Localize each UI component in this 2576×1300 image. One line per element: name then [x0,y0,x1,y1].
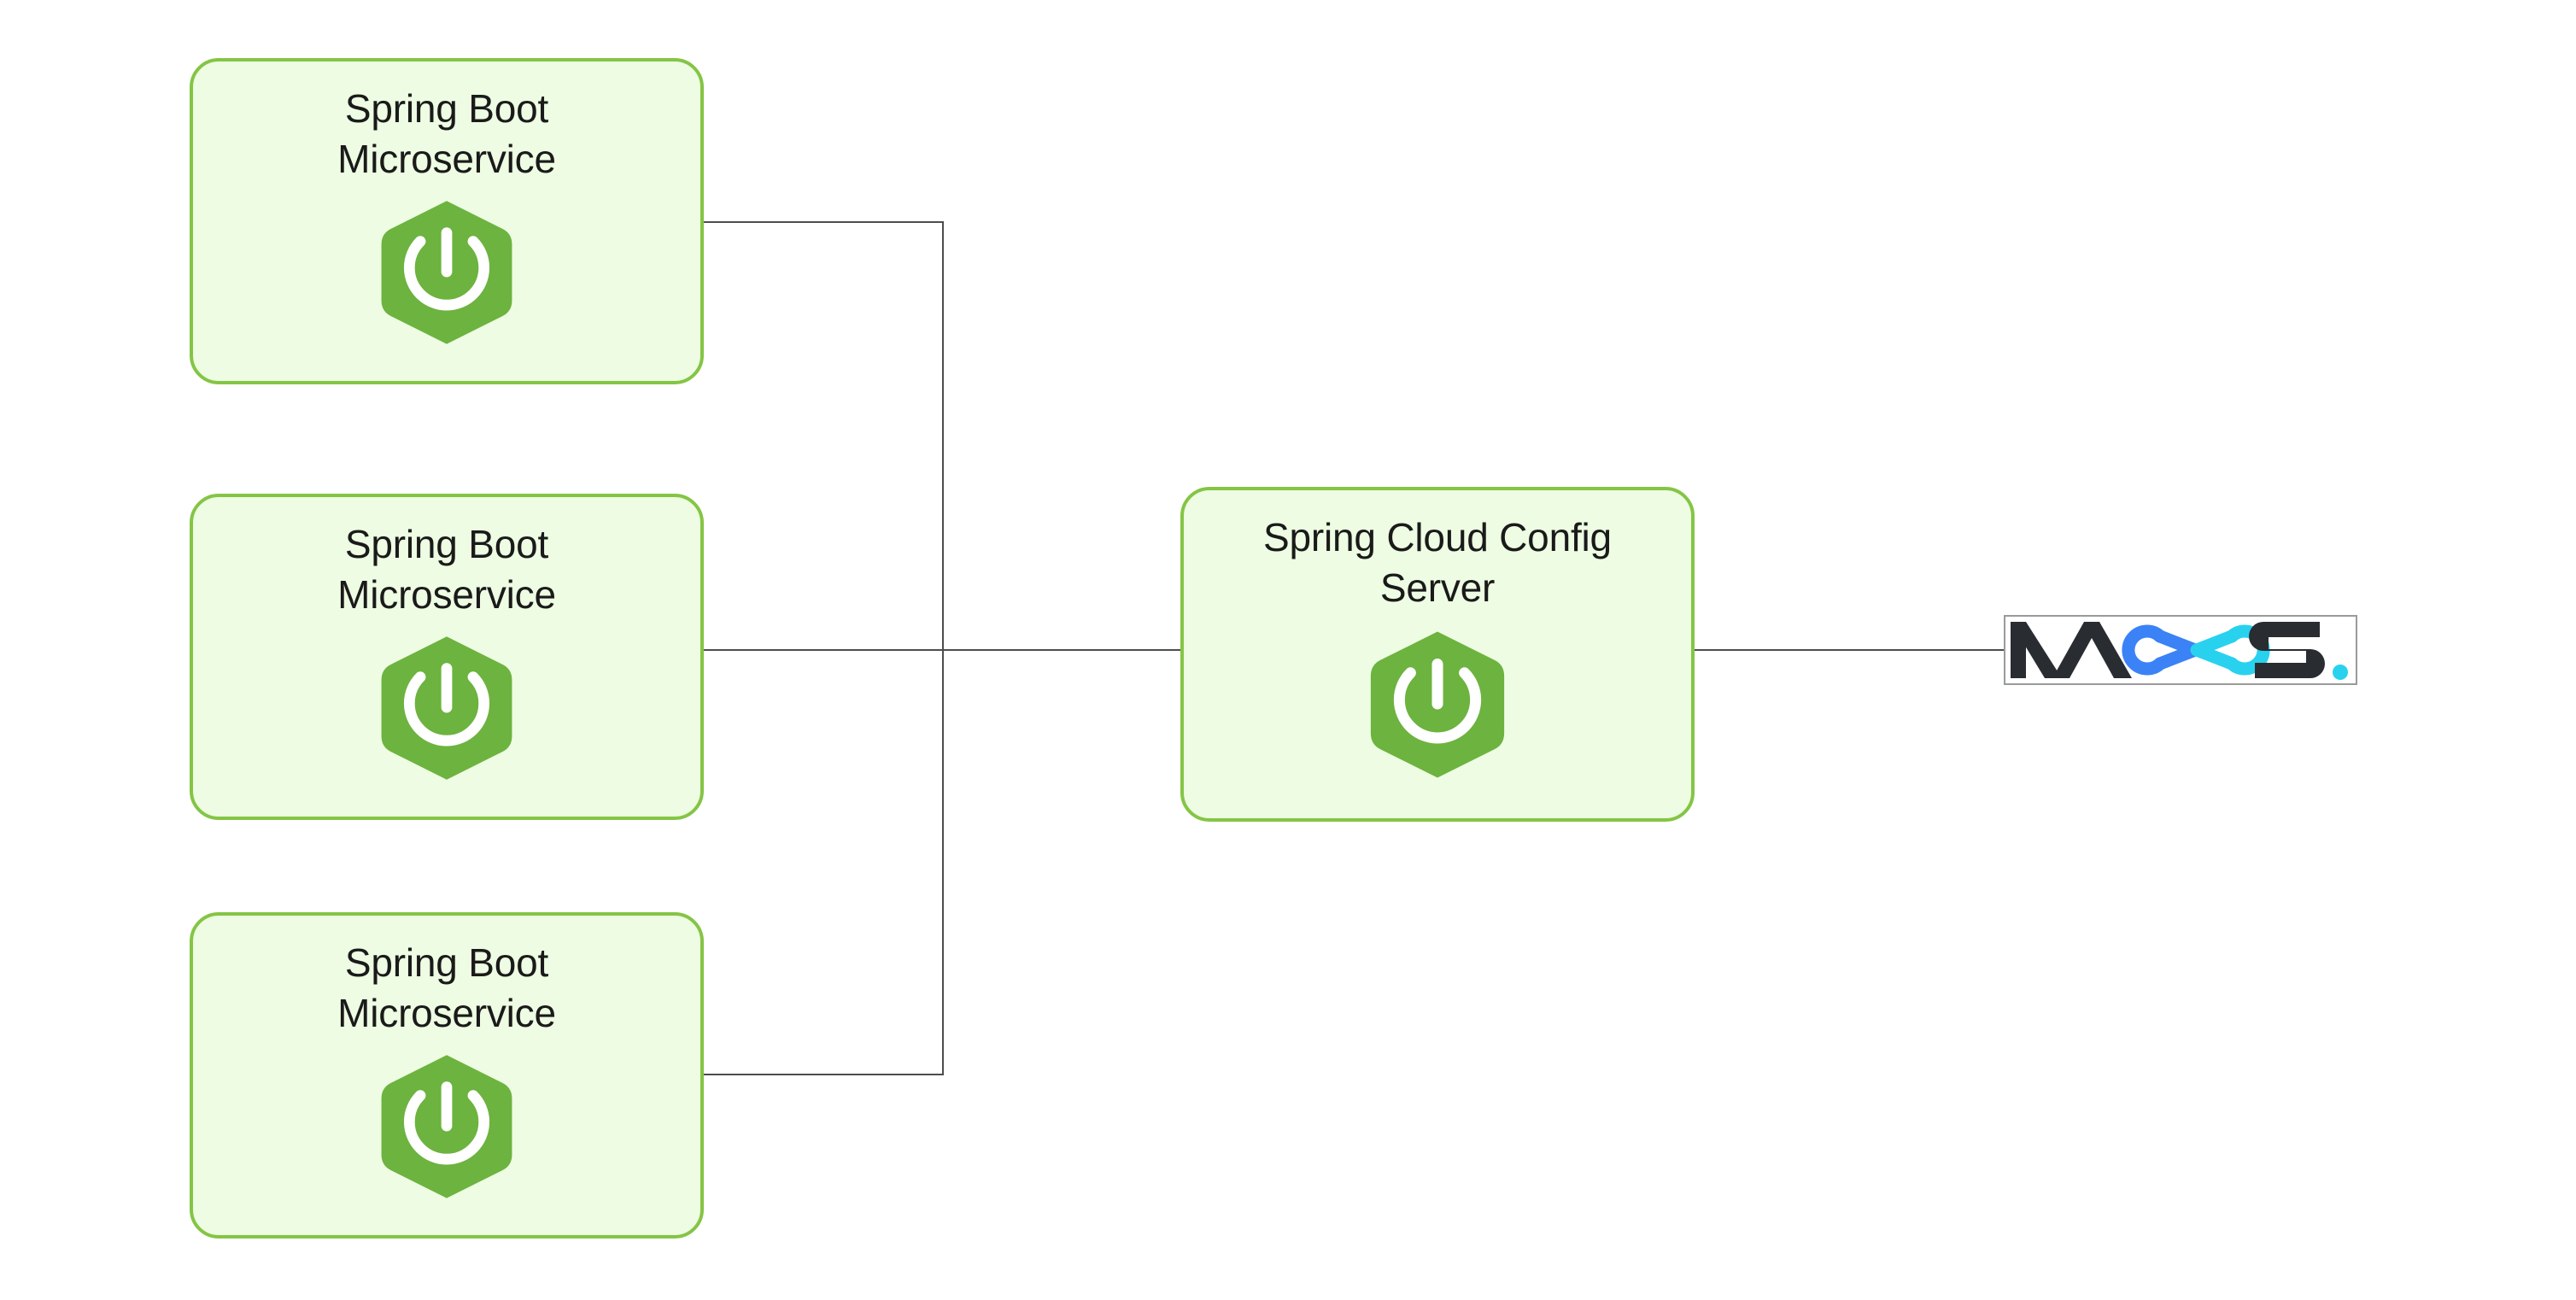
node-spring-boot-microservice-1[interactable]: Spring Boot Microservice [190,58,704,384]
spring-boot-logo-icon [1358,625,1517,784]
connector-config-server-to-nacos [1693,649,2005,651]
connector-vertical-bus [942,221,944,1075]
connector-microservice-1 [704,221,943,223]
node-spring-boot-microservice-2[interactable]: Spring Boot Microservice [190,494,704,820]
nacos-logo-icon [2011,622,2348,680]
nacos-logo[interactable] [2004,615,2357,685]
node-label-microservice-3: Spring Boot Microservice [337,940,556,1035]
connector-bus-to-config-server [942,649,1186,651]
node-spring-boot-microservice-3[interactable]: Spring Boot Microservice [190,912,704,1239]
spring-boot-logo-icon [369,195,524,350]
connector-microservice-2 [704,649,943,651]
connector-microservice-3 [704,1074,943,1075]
spring-boot-logo-icon [369,630,524,786]
spring-boot-logo-icon [369,1049,524,1204]
node-label-microservice-2: Spring Boot Microservice [337,522,556,617]
node-label-config-server: Spring Cloud Config Server [1263,515,1612,610]
node-spring-cloud-config-server[interactable]: Spring Cloud Config Server [1180,487,1695,822]
node-label-microservice-1: Spring Boot Microservice [337,86,556,181]
